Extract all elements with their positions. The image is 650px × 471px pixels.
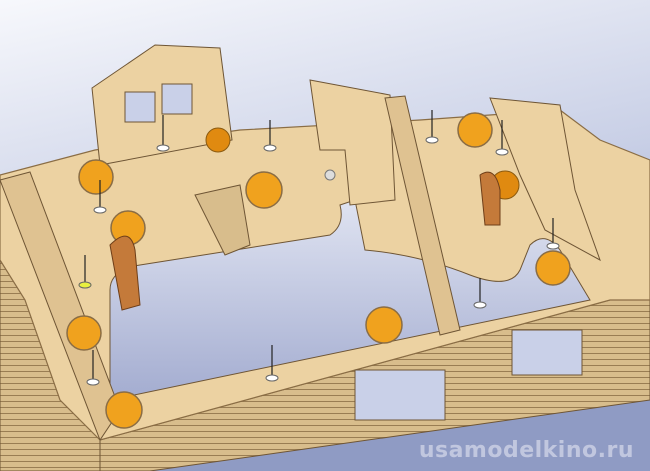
candle: [66, 315, 102, 351]
pin-bases: [78, 136, 560, 386]
figure: [479, 171, 501, 226]
ball: [324, 169, 336, 181]
dome: [205, 127, 231, 153]
candle: [365, 306, 403, 344]
watermark: usamodelkino.ru: [418, 438, 634, 463]
candle: [105, 391, 143, 429]
candles: [66, 112, 571, 429]
candle: [78, 159, 114, 195]
candle: [535, 250, 571, 286]
candle: [457, 112, 493, 148]
window: [124, 91, 156, 123]
floor-opening: [109, 199, 591, 401]
candle: [245, 171, 283, 209]
pins: [84, 110, 554, 382]
figure: [109, 235, 141, 311]
window: [161, 83, 193, 115]
window: [354, 369, 446, 421]
center-wall: [309, 79, 396, 206]
stairs: [194, 184, 251, 256]
right-gable: [489, 97, 601, 262]
roof-beam: [384, 95, 461, 336]
window: [511, 329, 583, 376]
